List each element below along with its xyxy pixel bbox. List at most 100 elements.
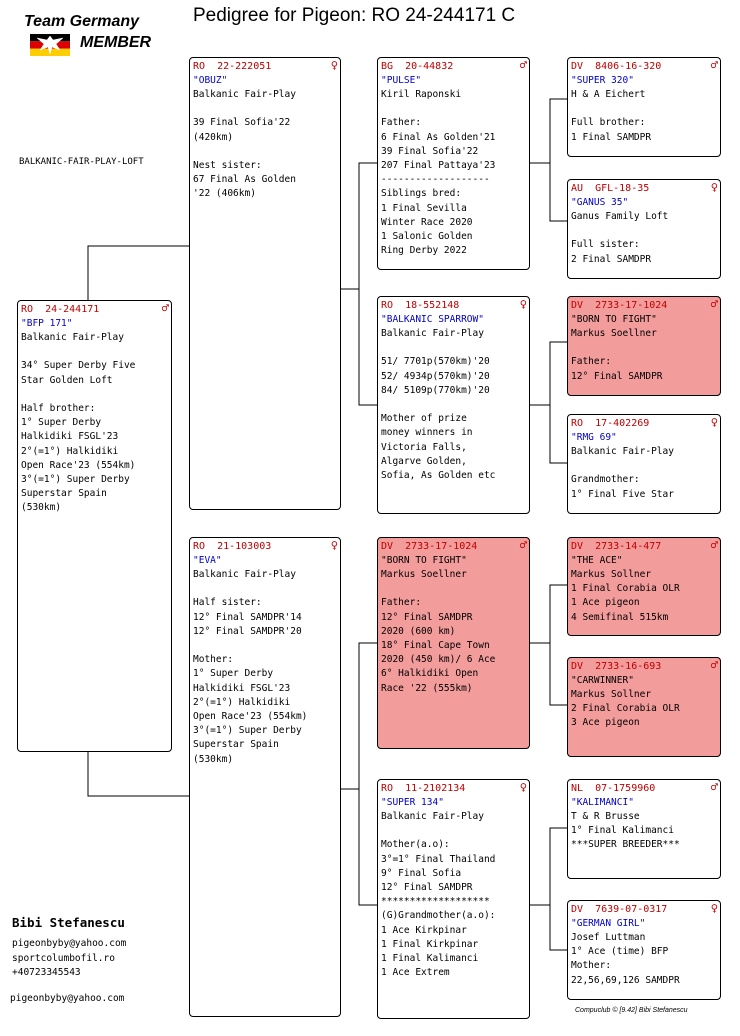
card-sire-sire-dam[interactable]: AU GFL-18-35 ♀ "GANUS 35" Ganus Family L… <box>567 179 721 279</box>
card-notes: Full sister: 2 Final SAMDPR <box>571 239 652 265</box>
male-sex-icon: ♂ <box>519 538 527 552</box>
breeder-name: Balkanic Fair-Play <box>21 332 124 343</box>
pigeon-name: "PULSE" <box>381 75 422 86</box>
card-notes: 34° Super Derby Five Star Golden Loft Ha… <box>21 360 136 514</box>
card-dam-sire-dam[interactable]: DV 2733-16-693 ♂ "CARWINNER" Markus Soll… <box>567 657 721 757</box>
card-subject[interactable]: RO 24-244171 ♂ "BFP 171" Balkanic Fair-P… <box>17 300 172 752</box>
female-sex-icon: ♀ <box>330 538 338 552</box>
breeder-name: Balkanic Fair-Play <box>381 328 484 339</box>
card-notes: 51/ 7701p(570km)'20 52/ 4934p(570km)'20 … <box>381 356 496 482</box>
card-sire-sire-sire[interactable]: DV 8406-16-320 ♂ "SUPER 320" H & A Eiche… <box>567 57 721 157</box>
ring-number: DV 8406-16-320 <box>571 61 662 72</box>
breeder-name: Markus Sollner <box>571 569 652 580</box>
card-sire-dam-sire[interactable]: DV 2733-17-1024 ♂ "BORN TO FIGHT" Markus… <box>567 296 721 396</box>
breeder-signature-name: Bibi Stefanescu <box>12 915 125 930</box>
pigeon-name: "BALKANIC SPARROW" <box>381 314 484 325</box>
page-title: Pedigree for Pigeon: RO 24-244171 C <box>193 5 516 26</box>
ring-number: RO 22-222051 <box>193 61 272 72</box>
card-notes: Mother(a.o): 3°=1° Final Thailand 9° Fin… <box>381 839 496 979</box>
breeder-name: Balkanic Fair-Play <box>193 89 296 100</box>
logo-line-1: Team Germany <box>24 13 140 30</box>
card-notes: Grandmother: 1° Final Five Star <box>571 474 674 500</box>
female-sex-icon: ♀ <box>519 780 527 794</box>
ring-number: RO 18-552148 <box>381 300 460 311</box>
team-germany-logo: Team Germany MEMBER <box>14 13 164 58</box>
card-notes: Father: 12° Final SAMDPR 2020 (600 km) 1… <box>381 597 496 694</box>
card-notes: 1 Final Corabia OLR 1 Ace pigeon 4 Semif… <box>571 583 680 623</box>
male-sex-icon: ♂ <box>161 301 169 315</box>
ring-number: BG 20-44832 <box>381 61 454 72</box>
ring-number: DV 2733-14-477 <box>571 541 662 552</box>
male-sex-icon: ♂ <box>710 297 718 311</box>
logo-line-2: MEMBER <box>80 34 152 51</box>
female-sex-icon: ♀ <box>710 901 718 915</box>
breeder-name: Ganus Family Loft <box>571 211 669 222</box>
pigeon-name: "BFP 171" <box>21 318 73 329</box>
pigeon-name: "KALIMANCI" <box>571 797 634 808</box>
male-sex-icon: ♂ <box>710 780 718 794</box>
breeder-name: Josef Luttman <box>571 932 646 943</box>
pigeon-name: "OBUZ" <box>193 75 228 86</box>
female-sex-icon: ♀ <box>519 297 527 311</box>
ring-number: RO 17-402269 <box>571 418 650 429</box>
ring-number: RO 21-103003 <box>193 541 272 552</box>
breeder-name: Kiril Raponski <box>381 89 462 100</box>
male-sex-icon: ♂ <box>519 58 527 72</box>
card-dam-dam[interactable]: RO 11-2102134 ♀ "SUPER 134" Balkanic Fai… <box>377 779 530 1019</box>
card-notes: 1° Ace (time) BFP Mother: 22,56,69,126 S… <box>571 946 680 986</box>
card-sire-dam-dam[interactable]: RO 17-402269 ♀ "RMG 69" Balkanic Fair-Pl… <box>567 414 721 514</box>
card-dam[interactable]: RO 21-103003 ♀ "EVA" Balkanic Fair-Play … <box>189 537 341 1017</box>
ring-number: DV 2733-17-1024 <box>571 300 668 311</box>
card-dam-sire[interactable]: DV 2733-17-1024 ♂ "BORN TO FIGHT" Markus… <box>377 537 530 749</box>
breeder-name: Balkanic Fair-Play <box>193 569 296 580</box>
card-notes: 2 Final Corabia OLR 3 Ace pigeon <box>571 703 680 729</box>
ring-number: DV 2733-16-693 <box>571 661 662 672</box>
footer-credit: Compuclub © [9.42] Bibi Stefanescu <box>575 1007 688 1014</box>
ring-number: NL 07-1759960 <box>571 783 656 794</box>
card-notes: Half sister: 12° Final SAMDPR'14 12° Fin… <box>193 597 308 765</box>
loft-label: BALKANIC-FAIR-PLAY-LOFT <box>19 157 144 167</box>
card-dam-dam-dam[interactable]: DV 7639-07-0317 ♀ "GERMAN GIRL" Josef Lu… <box>567 900 721 1000</box>
breeder-name: H & A Eichert <box>571 89 646 100</box>
card-notes: Father: 12° Final SAMDPR <box>571 356 663 382</box>
male-sex-icon: ♂ <box>710 658 718 672</box>
pigeon-name: "GERMAN GIRL" <box>571 918 646 929</box>
pigeon-name: "GANUS 35" <box>571 197 629 208</box>
male-sex-icon: ♂ <box>710 538 718 552</box>
card-dam-sire-sire[interactable]: DV 2733-14-477 ♂ "THE ACE" Markus Sollne… <box>567 537 721 636</box>
pigeon-name: "BORN TO FIGHT" <box>571 314 657 325</box>
pigeon-name: "EVA" <box>193 555 222 566</box>
breeder-contact: pigeonbyby@yahoo.com sportcolumbofil.ro … <box>12 938 127 978</box>
breeder-name: Markus Sollner <box>571 689 652 700</box>
female-sex-icon: ♀ <box>710 180 718 194</box>
card-notes: Full brother: 1 Final SAMDPR <box>571 117 652 143</box>
breeder-email: pigeonbyby@yahoo.com <box>10 993 125 1004</box>
card-notes: 1° Final Kalimanci ***SUPER BREEDER*** <box>571 825 680 851</box>
ring-number: AU GFL-18-35 <box>571 183 650 194</box>
breeder-name: Markus Soellner <box>381 569 467 580</box>
breeder-name: Balkanic Fair-Play <box>381 811 484 822</box>
breeder-name: Balkanic Fair-Play <box>571 446 674 457</box>
card-sire-sire[interactable]: BG 20-44832 ♂ "PULSE" Kiril Raponski Fat… <box>377 57 530 270</box>
pigeon-name: "SUPER 134" <box>381 797 444 808</box>
card-notes: Father: 6 Final As Golden'21 39 Final So… <box>381 117 496 257</box>
ring-number: RO 24-244171 <box>21 304 100 315</box>
pigeon-name: "SUPER 320" <box>571 75 634 86</box>
breeder-name: Markus Soellner <box>571 328 657 339</box>
pigeon-name: "CARWINNER" <box>571 675 634 686</box>
ring-number: DV 2733-17-1024 <box>381 541 478 552</box>
female-sex-icon: ♀ <box>710 415 718 429</box>
card-sire[interactable]: RO 22-222051 ♀ "OBUZ" Balkanic Fair-Play… <box>189 57 341 510</box>
card-dam-dam-sire[interactable]: NL 07-1759960 ♂ "KALIMANCI" T & R Brusse… <box>567 779 721 879</box>
card-notes: 39 Final Sofia'22 (420km) Nest sister: 6… <box>193 117 296 200</box>
german-eagle-flag-icon <box>30 34 70 56</box>
male-sex-icon: ♂ <box>710 58 718 72</box>
pigeon-name: "BORN TO FIGHT" <box>381 555 467 566</box>
ring-number: DV 7639-07-0317 <box>571 904 668 915</box>
ring-number: RO 11-2102134 <box>381 783 466 794</box>
female-sex-icon: ♀ <box>330 58 338 72</box>
card-sire-dam[interactable]: RO 18-552148 ♀ "BALKANIC SPARROW" Balkan… <box>377 296 530 514</box>
pigeon-name: "THE ACE" <box>571 555 623 566</box>
